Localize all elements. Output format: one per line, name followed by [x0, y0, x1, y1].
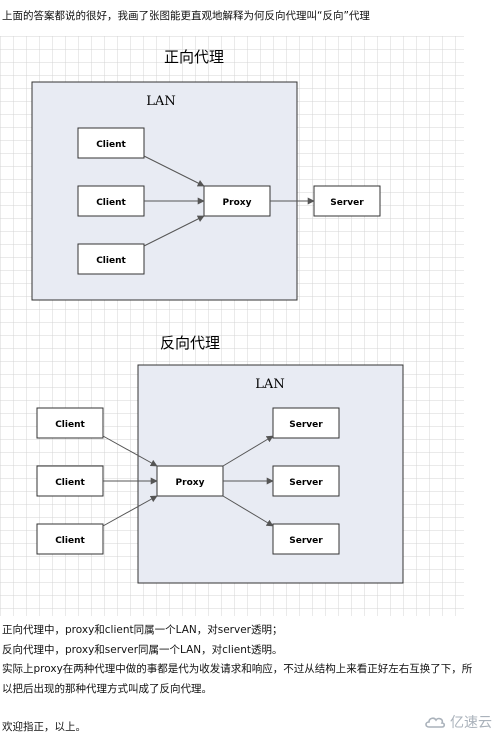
- forward-arrow-client3-proxy: [143, 215, 205, 247]
- reverse-arrow-proxy-server1: [222, 435, 274, 467]
- forward-client-label-1: Client: [96, 140, 126, 150]
- reverse-server-box-2: Server: [272, 465, 340, 497]
- forward-proxy-explanation: 正向代理中，proxy和client同属一个LAN，对server透明；: [2, 624, 283, 636]
- forward-client-box-1: Client: [77, 127, 145, 159]
- reverse-client-label-2: Client: [55, 478, 85, 488]
- reverse-server-label-1: Server: [289, 420, 323, 430]
- forward-client-box-3: Client: [77, 243, 145, 275]
- reverse-arrow-client3-proxy: [102, 495, 158, 527]
- reverse-proxy-box: Proxy: [156, 465, 224, 497]
- watermark-text: 亿速云: [450, 715, 492, 731]
- reverse-proxy-diagram: 反向代理 LAN Client Client Client Proxy Serv…: [36, 334, 404, 584]
- forward-server-box: Server: [313, 185, 381, 217]
- conclusion-line-1: 实际上proxy在两种代理中做的事都是代为收发请求和响应，不过从结构上来看正好左…: [2, 663, 473, 675]
- reverse-client-box-3: Client: [36, 523, 104, 555]
- forward-client-label-3: Client: [96, 256, 126, 266]
- forward-client-label-2: Client: [96, 198, 126, 208]
- reverse-arrow-client1-proxy: [102, 435, 158, 467]
- conclusion-line-2: 以把后出现的那种代理方式叫成了反向代理。: [2, 683, 212, 695]
- reverse-diagram-title: 反向代理: [160, 334, 220, 352]
- forward-arrow-client1-proxy: [143, 155, 205, 187]
- forward-lan-label: LAN: [146, 94, 175, 109]
- forward-client-box-2: Client: [77, 185, 145, 217]
- reverse-client-box-2: Client: [36, 465, 104, 497]
- closing-remark: 欢迎指正，以上。: [2, 721, 86, 733]
- reverse-server-label-2: Server: [289, 478, 323, 488]
- forward-server-label: Server: [330, 198, 364, 208]
- cloud-logo-icon: [425, 717, 446, 728]
- watermark: 亿速云: [424, 712, 492, 732]
- reverse-client-label-3: Client: [55, 536, 85, 546]
- forward-diagram-title: 正向代理: [164, 48, 224, 66]
- forward-proxy-diagram: 正向代理 LAN Client Client Client Proxy Serv…: [31, 48, 381, 301]
- reverse-proxy-explanation: 反向代理中，proxy和server同属一个LAN，对client透明。: [2, 644, 283, 656]
- cut-off-text-fragment: [20, 0, 60, 2]
- reverse-server-box-1: Server: [272, 407, 340, 439]
- reverse-client-label-1: Client: [55, 420, 85, 430]
- proxy-diagram: 正向代理 LAN Client Client Client Proxy Serv…: [0, 36, 464, 616]
- reverse-server-label-3: Server: [289, 536, 323, 546]
- reverse-arrow-proxy-server3: [222, 495, 274, 527]
- forward-proxy-box: Proxy: [203, 185, 271, 217]
- reverse-proxy-label: Proxy: [176, 478, 205, 488]
- reverse-server-box-3: Server: [272, 523, 340, 555]
- reverse-client-box-1: Client: [36, 407, 104, 439]
- reverse-lan-label: LAN: [255, 377, 284, 392]
- intro-paragraph: 上面的答案都说的很好，我画了张图能更直观地解释为何反向代理叫“反向”代理: [2, 10, 370, 22]
- forward-proxy-label: Proxy: [223, 198, 252, 208]
